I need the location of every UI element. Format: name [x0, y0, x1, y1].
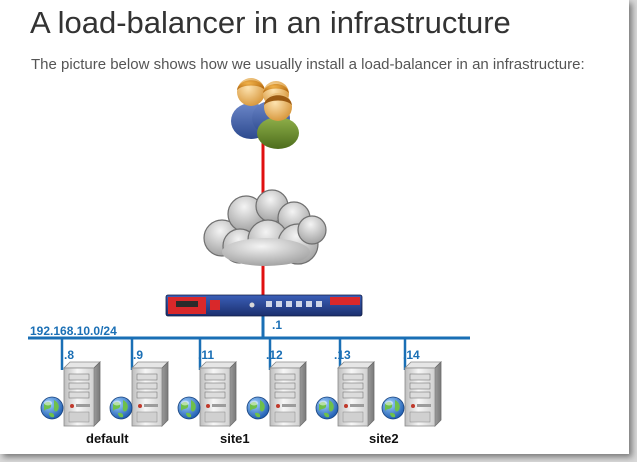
server-ip-label: .14	[403, 348, 420, 362]
network-label: 192.168.10.0/24	[30, 324, 117, 338]
globe-icon	[246, 396, 270, 420]
server-ip-label: .8	[64, 348, 74, 362]
group-label-site2: site2	[369, 431, 399, 446]
globe-icon	[315, 396, 339, 420]
server-icon	[199, 361, 237, 427]
server-ip-label: .12	[266, 348, 283, 362]
server-ip-label: .9	[133, 348, 143, 362]
cloud-icon	[203, 189, 327, 266]
server-icon	[131, 361, 169, 427]
server-drops	[60, 338, 407, 370]
globe-icon	[109, 396, 133, 420]
server-icon	[63, 361, 101, 427]
slide: A load-balancer in an infrastructure The…	[0, 0, 629, 454]
group-label-site1: site1	[220, 431, 250, 446]
server-ip-label: .13	[334, 348, 351, 362]
globe-icon	[177, 396, 201, 420]
server-icon	[337, 361, 375, 427]
globe-icon	[381, 396, 405, 420]
load-balancer-icon	[165, 294, 363, 317]
group-label-default: default	[86, 431, 129, 446]
lb-ip-label: .1	[272, 318, 282, 332]
server-icon	[404, 361, 442, 427]
infrastructure-diagram: 192.168.10.0/24 .1 .8 .9 .11 .12 .13 .14…	[28, 78, 470, 446]
server-icon	[269, 361, 307, 427]
globe-icon	[40, 396, 64, 420]
page-title: A load-balancer in an infrastructure	[30, 5, 511, 40]
page-subtitle: The picture below shows how we usually i…	[31, 56, 585, 73]
users-icon	[231, 78, 299, 149]
server-ip-label: .11	[198, 348, 214, 362]
